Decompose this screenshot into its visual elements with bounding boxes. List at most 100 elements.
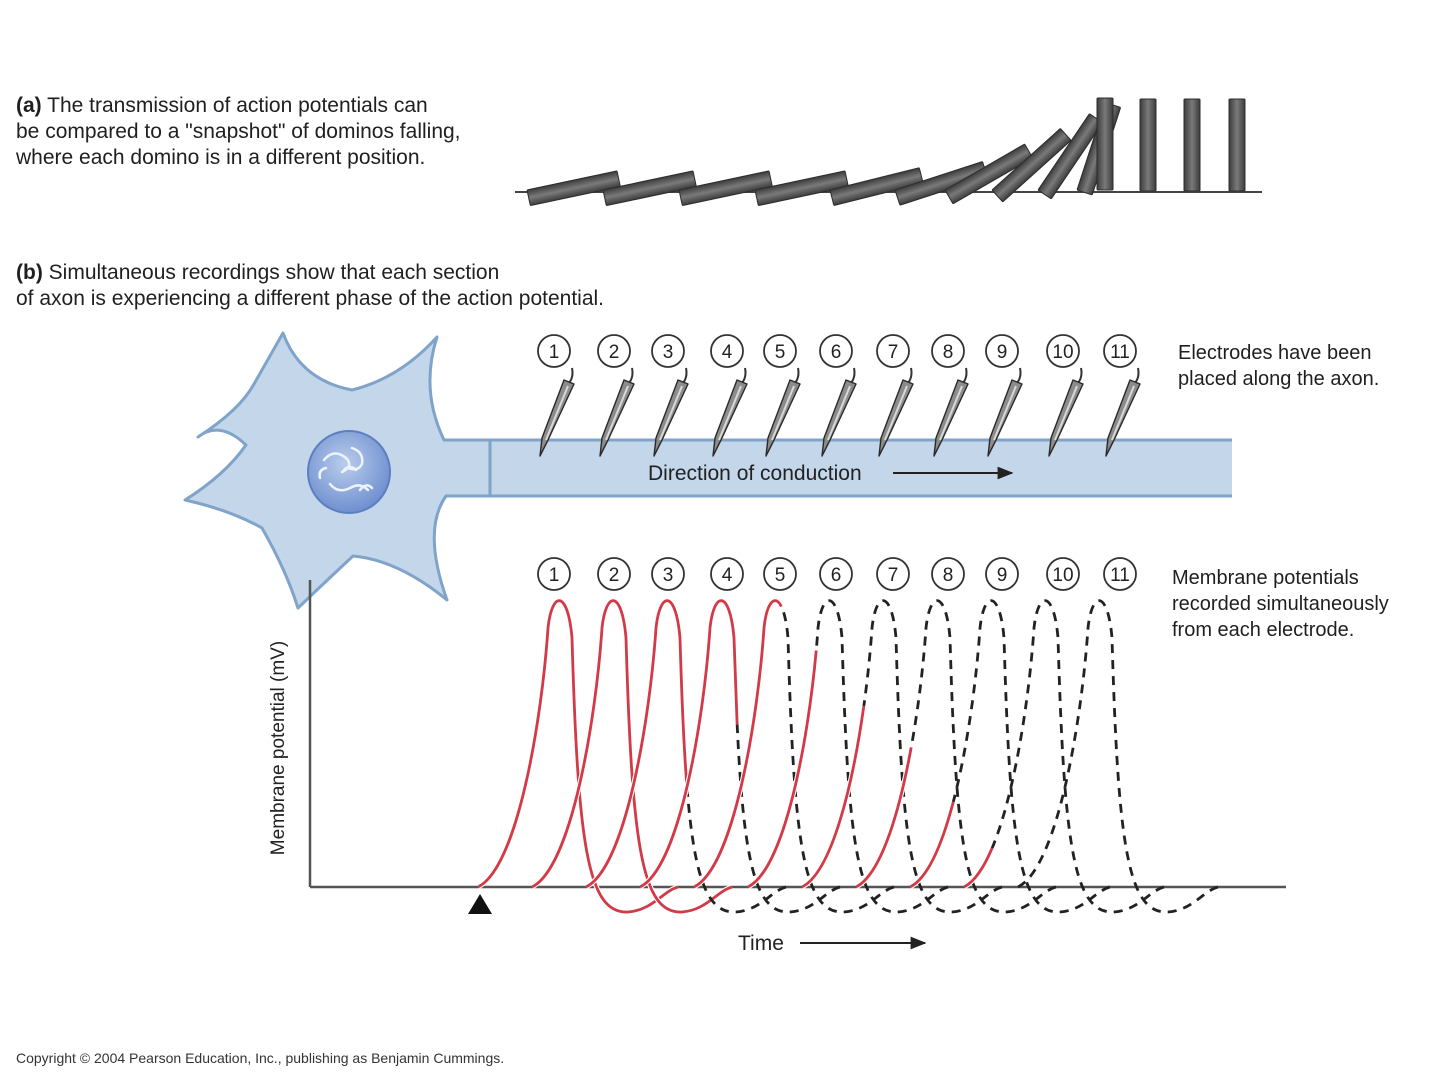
membrane-note-line-1: Membrane potentials — [1172, 567, 1359, 589]
electrode-number-circle — [985, 334, 1019, 368]
electrode-probe-highlight — [827, 385, 851, 441]
electrode-number-circle — [876, 334, 910, 368]
electrode-number: 11 — [1110, 342, 1130, 363]
membrane-note: Membrane potentials recorded simultaneou… — [1172, 565, 1389, 643]
electrodes-note: Electrodes have been placed along the ax… — [1178, 340, 1379, 392]
trace-number-circle-6 — [819, 557, 853, 591]
caption-a-letter: (a) — [16, 94, 42, 117]
trace-number-circle-8 — [931, 557, 965, 591]
domino-12 — [1139, 98, 1157, 192]
electrode-probe — [933, 379, 969, 457]
electrode-3: 3 — [651, 334, 689, 457]
trace-red-segment — [531, 599, 733, 914]
electrode-probe — [821, 379, 857, 457]
membrane-note-line-3: from each electrode. — [1172, 619, 1355, 641]
caption-a: (a) The transmission of action potential… — [16, 93, 461, 171]
trace-red-segment — [693, 599, 895, 914]
trace-number-circle-9 — [985, 557, 1019, 591]
trace-red-segment — [639, 599, 841, 914]
electrode-probe — [765, 379, 801, 457]
electrode-number-circle — [710, 334, 744, 368]
caption-b: (b) Simultaneous recordings show that ea… — [16, 260, 604, 312]
trace-6 — [746, 598, 949, 915]
trace-red-segment — [855, 599, 1057, 914]
caption-b-line-2: of axon is experiencing a different phas… — [16, 287, 605, 310]
stimulus-marker — [468, 894, 492, 914]
trace-number-circle-1 — [537, 557, 571, 591]
electrode-probe-highlight — [1054, 385, 1078, 441]
trace-number-11: 11 — [1110, 565, 1130, 586]
electrode-number: 8 — [943, 342, 954, 363]
electrode-9: 9 — [985, 334, 1023, 457]
copyright-text: Copyright © 2004 Pearson Education, Inc.… — [16, 1050, 505, 1066]
electrode-6: 6 — [819, 334, 857, 457]
domino-8 — [991, 128, 1072, 202]
trace-red-segment — [801, 599, 1003, 914]
electrode-probe — [653, 379, 689, 457]
x-axis-label: Time — [738, 932, 784, 955]
neuron: Direction of conduction — [183, 331, 1232, 610]
nucleus — [307, 430, 391, 514]
electrode-number: 3 — [663, 342, 674, 363]
trace-number-10: 10 — [1052, 565, 1073, 586]
electrode-11: 11 — [1103, 334, 1141, 457]
caption-a-line-2: be compared to a "snapshot" of dominos f… — [16, 120, 461, 143]
electrode-probe — [878, 379, 914, 457]
electrode-probe-highlight — [939, 385, 963, 441]
trace-red-segment — [477, 599, 679, 914]
electrode-1: 1 — [537, 334, 575, 457]
electrode-number: 2 — [609, 342, 620, 363]
trace-number-circle-4 — [710, 557, 744, 591]
trace-dashed-segment — [1017, 599, 1219, 914]
trace-5 — [692, 598, 895, 915]
trace-3 — [584, 598, 787, 915]
electrode-probe-highlight — [771, 385, 795, 441]
electrode-10: 10 — [1046, 334, 1084, 457]
trace-4 — [638, 598, 841, 915]
electrode-number: 9 — [997, 342, 1008, 363]
domino-9 — [1037, 113, 1103, 200]
membrane-note-line-2: recorded simultaneously — [1172, 593, 1389, 615]
electrode-5: 5 — [763, 334, 801, 457]
trace-dashed-segment — [693, 599, 895, 914]
electrode-probe-highlight — [605, 385, 629, 441]
trace-number-circle-3 — [651, 557, 685, 591]
electrode-probe — [599, 379, 635, 457]
electrode-row: 1 2 3 4 5 6 7 8 9 10 11 — [537, 334, 1141, 457]
trace-number-circle-5 — [763, 557, 797, 591]
electrode-probe-highlight — [993, 385, 1017, 441]
trace-number-8: 8 — [943, 565, 954, 586]
electrode-number-circle — [537, 334, 571, 368]
trace-number-5: 5 — [775, 565, 786, 586]
domino-7 — [944, 143, 1033, 204]
electrode-probe — [1105, 379, 1141, 457]
electrode-7: 7 — [876, 334, 914, 457]
electrode-number: 6 — [831, 342, 842, 363]
caption-b-letter: (b) — [16, 261, 43, 284]
trace-dashed-segment — [801, 599, 1003, 914]
caption-a-line-1: (a) The transmission of action potential… — [16, 94, 428, 117]
electrode-4: 4 — [710, 334, 748, 457]
trace-2 — [530, 598, 733, 915]
electrode-number-circle — [819, 334, 853, 368]
trace-7 — [800, 598, 1003, 915]
nucleus-texture — [318, 446, 374, 492]
trace-8 — [854, 598, 1057, 915]
trace-11 — [1017, 599, 1219, 914]
domino-row — [515, 97, 1262, 206]
electrode-number-circle — [651, 334, 685, 368]
electrodes-note-line-2: placed along the axon. — [1178, 368, 1380, 390]
domino-4 — [754, 170, 849, 206]
electrode-number: 1 — [549, 342, 560, 363]
trace-number-3: 3 — [663, 565, 674, 586]
trace-red-segment — [585, 599, 787, 914]
electrode-8: 8 — [931, 334, 969, 457]
electrode-number: 4 — [722, 342, 733, 363]
caption-a-line-3: where each domino is in a different posi… — [16, 146, 426, 169]
caption-b-line-1: (b) Simultaneous recordings show that ea… — [16, 261, 500, 284]
trace-dashed-segment — [639, 599, 841, 914]
electrodes-note-line-1: Electrodes have been — [1178, 342, 1372, 364]
electrode-2: 2 — [597, 334, 635, 457]
electrode-number-circle — [763, 334, 797, 368]
